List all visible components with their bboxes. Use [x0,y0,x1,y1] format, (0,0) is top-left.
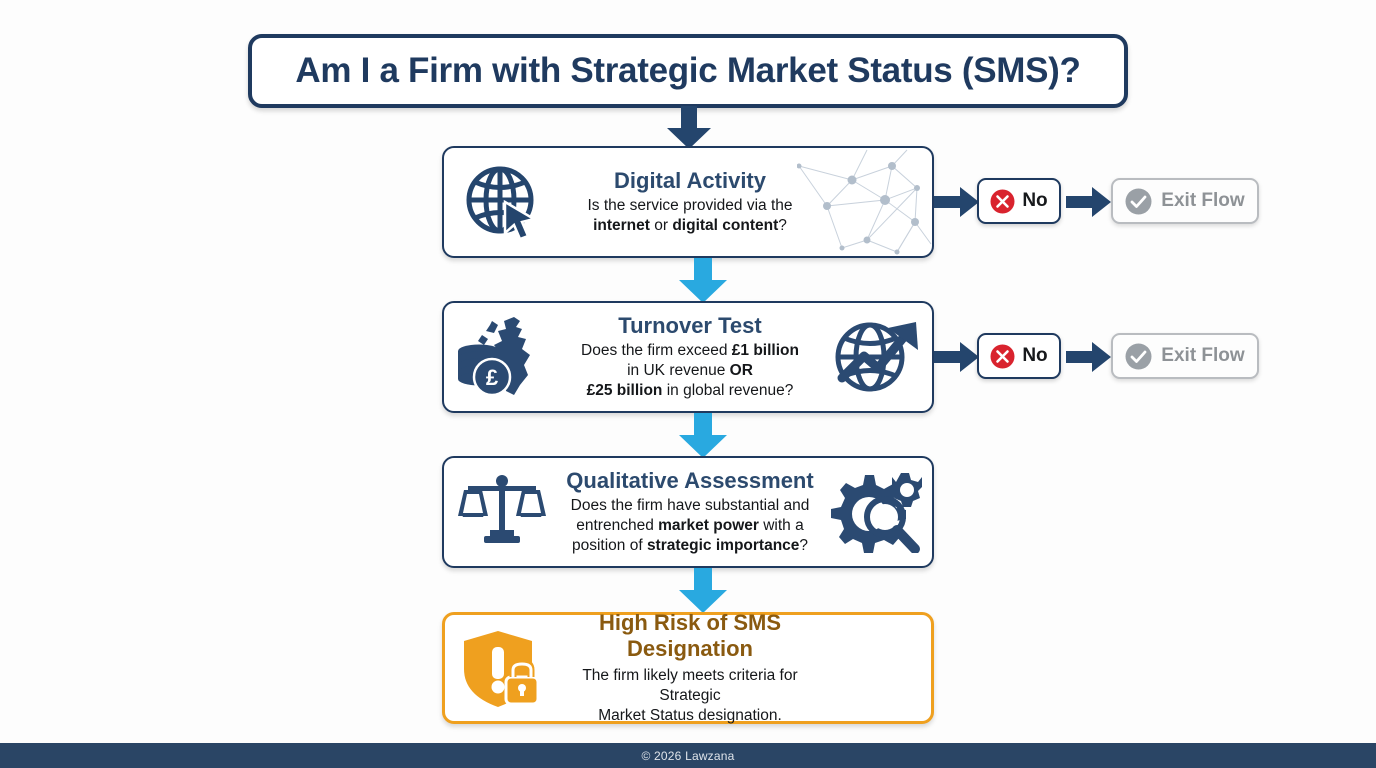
arrow-no-to-exit-flow-2 [1066,342,1111,372]
stage-title: Qualitative Assessment [566,468,814,494]
check-circle-icon [1125,188,1152,214]
qual-line3-post: ? [799,537,809,555]
arrow-title-to-digital-activity [667,106,711,149]
no-branch-turnover-test[interactable]: No [977,333,1061,379]
footer-bar: © 2026 Lawzana [0,743,1376,768]
turnover-line2-pre: in UK revenue [627,362,730,380]
footer-copyright: © 2026 Lawzana [641,748,735,763]
result-description: The firm likely meets criteria for Strat… [565,666,815,726]
desc-conjunction: or [649,217,673,235]
stage-title: Digital Activity [614,168,766,194]
no-label: No [1022,190,1048,211]
stage-title: Turnover Test [618,313,762,339]
qual-line2-post: with a [758,517,804,535]
exit-flow-label: Exit Flow [1161,190,1245,211]
x-circle-icon [990,344,1015,368]
globe-cursor-icon [444,164,560,240]
result-desc-line1: The firm likely meets criteria for Strat… [582,666,798,704]
desc-bold-internet: internet [593,217,650,235]
qual-line1: Does the firm have substantial and [570,497,810,515]
exit-flow-label: Exit Flow [1161,345,1245,366]
stage-qualitative-assessment[interactable]: Qualitative Assessment Does the firm hav… [442,456,934,568]
turnover-global-threshold: £25 billion [586,382,663,400]
qual-strategic-importance: strategic importance [646,537,800,555]
stage-description: Does the firm exceed £1 billion in UK re… [564,341,816,400]
arrow-turnover-test-to-qualitative-assessment [679,413,727,458]
page-title-box: Am I a Firm with Strategic Market Status… [248,34,1128,108]
result-title: High Risk of SMS Designation [598,609,782,661]
turnover-uk-threshold: £1 billion [731,342,799,360]
desc-bold-digital-content: digital content [672,217,779,235]
desc-line-1: Is the service provided via the [587,197,793,215]
scales-of-justice-icon [444,472,560,552]
turnover-line3-post: in global revenue? [662,382,794,400]
svg-text:£: £ [486,365,499,390]
check-circle-icon [1125,343,1152,369]
stage-description: Does the firm have substantial and entre… [564,496,816,555]
qual-line3-pre: position of [571,537,647,555]
arrow-digital-activity-to-no [934,187,979,217]
no-branch-digital-activity[interactable]: No [977,178,1061,224]
arrow-no-to-exit-flow-1 [1066,187,1111,217]
globe-growth-arrow-icon [820,316,932,398]
stage-turnover-test[interactable]: £ Turnover Test Does the firm exceed £1 … [442,301,934,413]
gears-magnifier-icon [820,471,932,553]
uk-map-coins-icon: £ [444,315,560,399]
qual-line2-pre: entrenched [576,517,659,535]
desc-question-mark: ? [778,217,787,235]
no-label: No [1022,345,1048,366]
result-high-risk-sms[interactable]: High Risk of SMS Designation The firm li… [442,609,934,726]
shield-exclamation-lock-icon [445,625,561,711]
turnover-or: OR [729,362,753,380]
arrow-digital-activity-to-turnover-test [679,258,727,303]
turnover-line1-pre: Does the firm exceed [581,342,732,360]
stage-description: Is the service provided via the internet… [564,196,816,236]
stage-digital-activity[interactable]: Digital Activity Is the service provided… [442,146,934,258]
exit-flow-digital-activity[interactable]: Exit Flow [1111,178,1259,224]
page-title: Am I a Firm with Strategic Market Status… [295,51,1081,90]
network-nodes-icon [797,149,932,255]
arrow-turnover-test-to-no [934,342,979,372]
result-desc-line2: Market Status designation. [598,707,782,725]
exit-flow-turnover-test[interactable]: Exit Flow [1111,333,1259,379]
qual-market-power: market power [658,517,759,535]
x-circle-icon [990,189,1015,213]
arrow-qualitative-assessment-to-result [679,568,727,613]
